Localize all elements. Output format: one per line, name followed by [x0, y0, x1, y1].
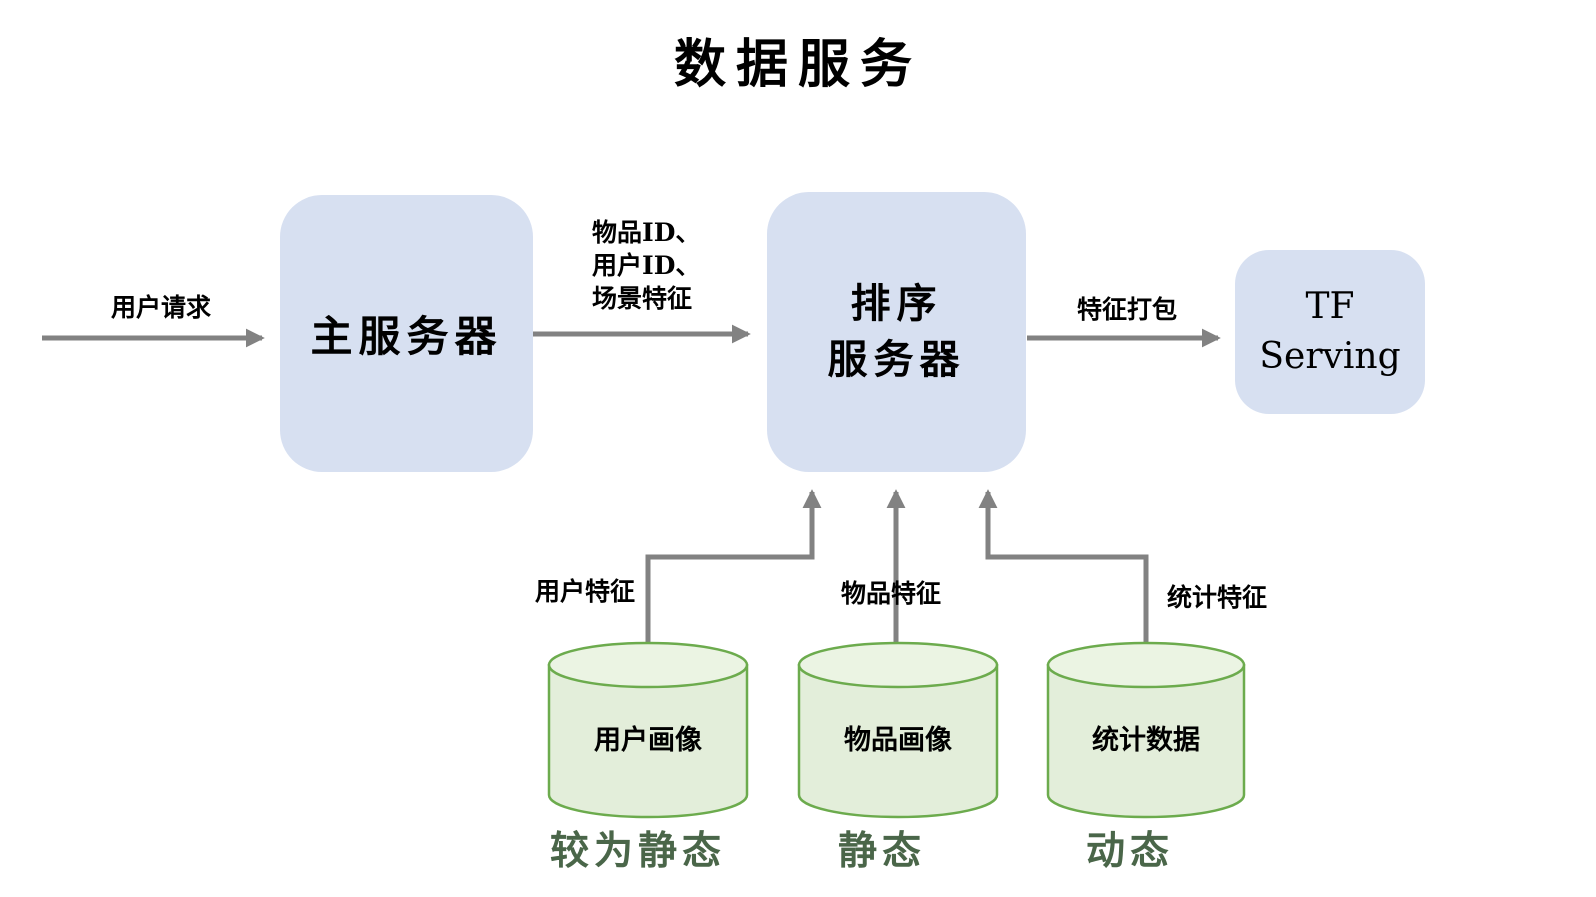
edge-label-stat-features: 统计特征: [1166, 583, 1267, 612]
edge-label-item-features: 物品特征: [840, 579, 941, 608]
db-caption-item-profile: 静态: [837, 828, 926, 874]
ranking-server-label-line2: 服务器: [827, 336, 966, 383]
edge-label-ids-features: 物品ID、 用户ID、 场景特征: [592, 216, 700, 315]
ranking-server-label-line1: 排序: [850, 280, 943, 327]
node-main-server: 主服务器: [280, 195, 533, 472]
edge-label-ids-line1: 物品ID、: [592, 218, 701, 247]
db-label-stat-data: 统计数据: [1092, 725, 1200, 756]
edge-label-ids-line2: 用户ID、: [592, 251, 701, 280]
cylinder-user-profile: [547, 641, 749, 819]
edge-label-user-features: 用户特征: [534, 577, 635, 606]
edge-label-feature-pack: 特征打包: [1076, 295, 1177, 324]
diagram-title: 数据服务: [673, 34, 922, 95]
cylinder-item-profile: [797, 641, 999, 819]
tf-serving-label-line2: Serving: [1259, 336, 1401, 377]
arrow-user-features: [645, 489, 822, 648]
cylinder-stat-data: [1046, 641, 1246, 819]
edge-label-user-request: 用户请求: [110, 293, 211, 322]
node-ranking-server: 排序 服务器: [767, 192, 1026, 472]
edge-label-ids-line3: 场景特征: [592, 284, 693, 313]
db-caption-user-profile: 较为静态: [549, 828, 726, 874]
db-caption-stat-data: 动态: [1085, 828, 1174, 874]
arrow-stat-features: [978, 489, 1149, 644]
node-tf-serving: TF Serving: [1235, 250, 1425, 414]
main-server-label: 主服务器: [310, 312, 503, 361]
db-label-user-profile: 用户画像: [594, 725, 702, 756]
db-label-item-profile: 物品画像: [844, 725, 952, 756]
tf-serving-label-line1: TF: [1305, 286, 1355, 327]
